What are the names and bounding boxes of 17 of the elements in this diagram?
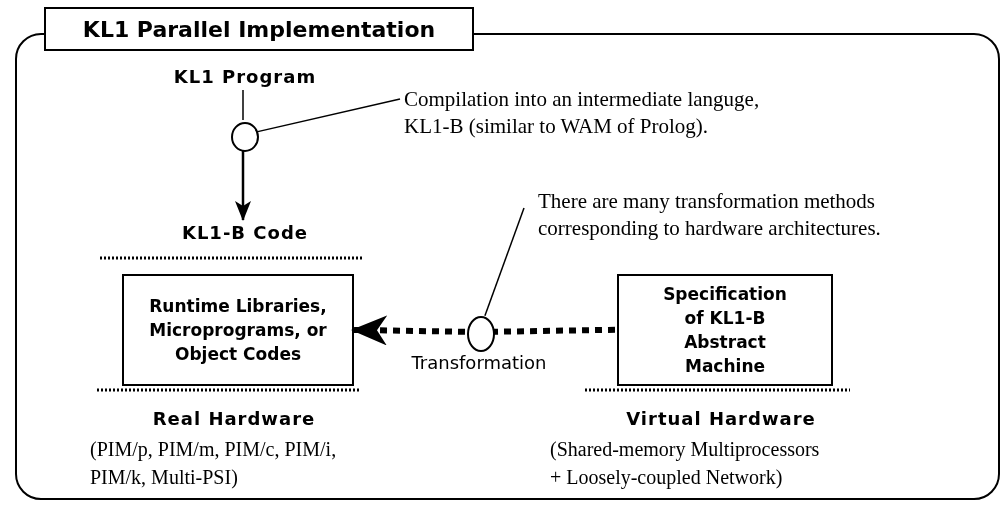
- hardware-heading: Real Hardware: [151, 408, 317, 429]
- hardware-heading: Virtual Hardware: [625, 408, 817, 429]
- node-label: KL1 Program: [165, 66, 325, 92]
- box-text: Specification of KL1-B Abstract Machine: [662, 283, 788, 378]
- node-label: KL1-B Code: [160, 222, 330, 250]
- hardware-list: (Shared-memory Multiprocessors + Loosely-coupled Network): [550, 435, 832, 491]
- callout-note: Compilation into an intermediate languge, KL1-B (similar to WAM of Prolog).: [404, 86, 809, 142]
- box-text: Runtime Libraries, Microprograms, or Object Codes: [148, 295, 328, 366]
- callout-note: There are many transformation methods corresponding to hardware architectures.: [538, 188, 998, 244]
- leader-line: [484, 207, 525, 317]
- leader-line: [492, 326, 616, 335]
- leader-line: [242, 89, 244, 121]
- hardware-list: (PIM/p, PIM/m, PIM/c, PIM/i, PIM/k, Multi-PSI): [90, 435, 385, 491]
- dotted-arrow: [351, 315, 466, 346]
- arrow: [235, 150, 251, 221]
- title-tab: KL1 Parallel Implementation: [44, 7, 474, 51]
- ellipse-marker: [231, 122, 259, 152]
